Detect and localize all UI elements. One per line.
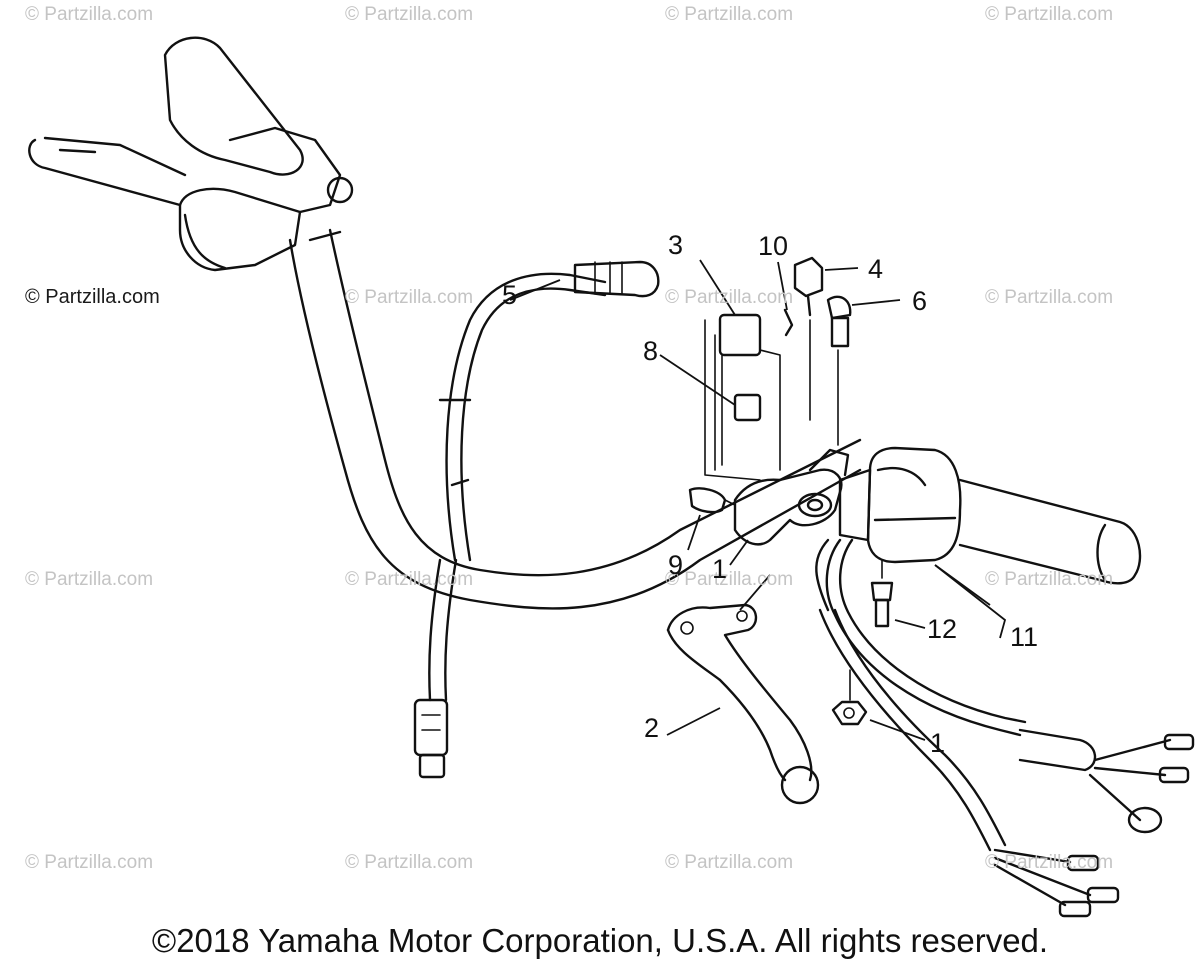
watermark-featured: © Partzilla.com: [25, 286, 160, 308]
handlebar: [288, 228, 862, 610]
left-grip: [28, 36, 354, 272]
bolt-4: [793, 256, 859, 421]
callout-3: 3: [668, 230, 684, 260]
clutch-lever: [666, 574, 820, 805]
callout-2: 2: [644, 713, 660, 743]
callout-8: 8: [643, 336, 659, 366]
watermark: © Partzilla.com: [665, 287, 794, 308]
switch-assembly: [704, 308, 794, 481]
watermark: © Partzilla.com: [345, 287, 474, 308]
callout-1-nut: 1: [930, 728, 946, 758]
callout-11: 11: [1010, 622, 1039, 652]
watermark: © Partzilla.com: [665, 4, 794, 25]
watermark: © Partzilla.com: [25, 569, 154, 590]
watermark: © Partzilla.com: [345, 569, 474, 590]
watermark: © Partzilla.com: [985, 569, 1114, 590]
watermark: © Partzilla.com: [345, 4, 474, 25]
watermark: © Partzilla.com: [25, 852, 154, 873]
nut-7: [831, 669, 926, 741]
clutch-switch-cable: [413, 260, 660, 779]
screw-12: [870, 559, 926, 629]
watermark: © Partzilla.com: [985, 852, 1114, 873]
leader-lines: [509, 259, 788, 566]
watermark: © Partzilla.com: [345, 852, 474, 873]
callout-4: 4: [868, 254, 884, 284]
watermark: © Partzilla.com: [985, 4, 1114, 25]
callout-1: 1: [712, 554, 728, 584]
callout-5: 5: [502, 280, 518, 310]
watermark: © Partzilla.com: [985, 287, 1114, 308]
screw-6: [826, 295, 901, 446]
copyright-notice: ©2018 Yamaha Motor Corporation, U.S.A. A…: [151, 922, 1049, 959]
callout-12: 12: [927, 614, 958, 644]
callout-6: 6: [912, 286, 928, 316]
watermark: © Partzilla.com: [25, 4, 154, 25]
callout-10: 10: [758, 231, 789, 261]
callout-9: 9: [668, 550, 684, 580]
lever-bracket: [688, 448, 850, 546]
switch-wiring: [815, 538, 1195, 918]
watermark: © Partzilla.com: [665, 852, 794, 873]
watermark: © Partzilla.com: [665, 569, 794, 590]
right-grip: [838, 446, 1142, 639]
